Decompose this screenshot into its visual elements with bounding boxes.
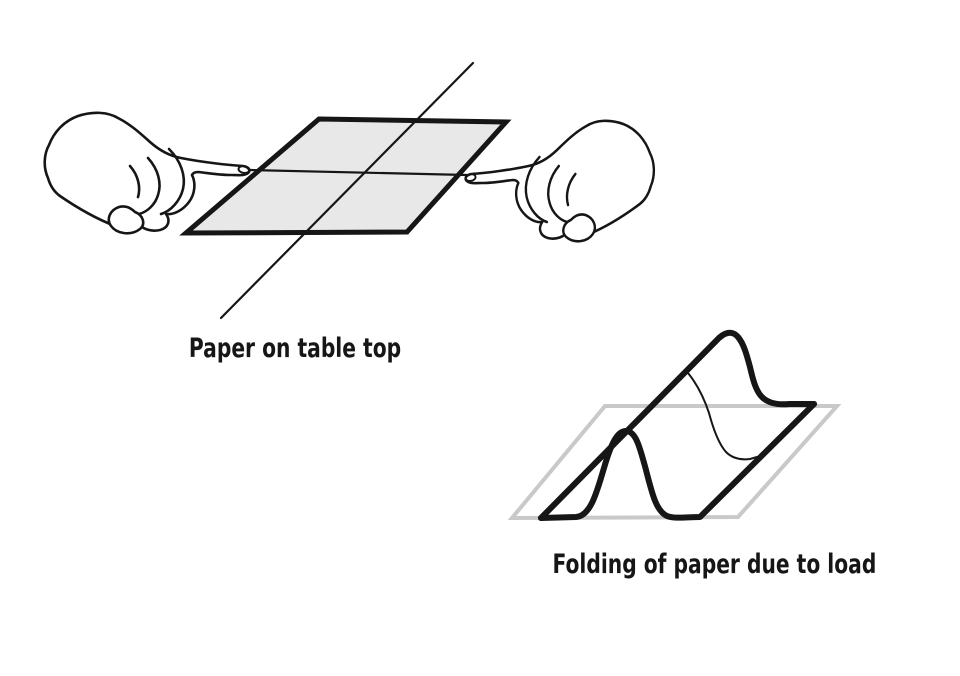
- paper-sheet: [179, 116, 512, 236]
- fold-axis-line: [219, 61, 475, 320]
- folding-figure: [507, 329, 842, 521]
- paper-on-table-figure: [43, 61, 656, 320]
- folded-paper-back-edge: [538, 329, 817, 521]
- push-midline: [248, 168, 469, 177]
- paper-caption: Paper on table top: [188, 333, 402, 364]
- folding-caption: Folding of paper due to load: [552, 549, 877, 580]
- flat-paper-outline: [507, 404, 842, 521]
- folded-paper-front-edge: [538, 401, 817, 521]
- fold-contour-line: [687, 372, 758, 461]
